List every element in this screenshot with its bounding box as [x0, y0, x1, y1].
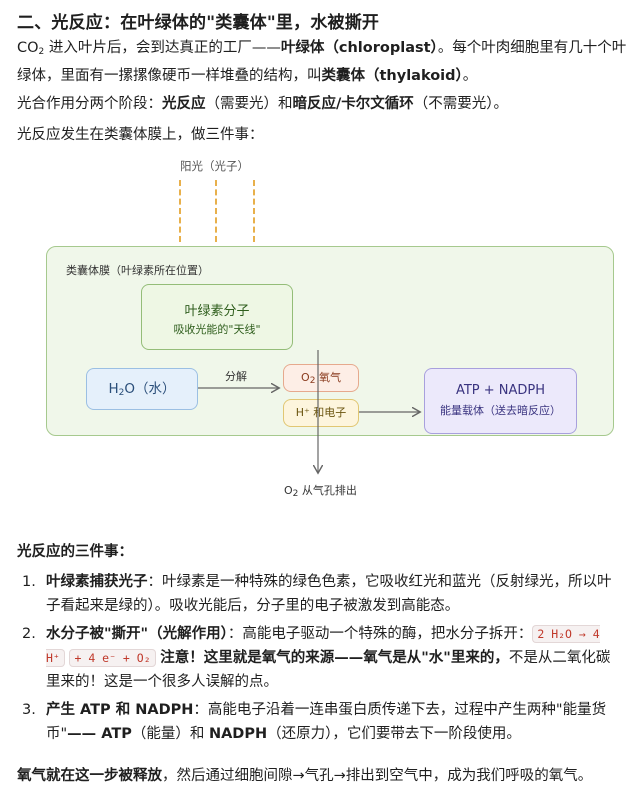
equation-code: + 4 e⁻ + O₂ — [69, 649, 156, 667]
split-label: 分解 — [225, 370, 247, 383]
list-item: 3. 产生 ATP 和 NADPH：高能电子沿着一连串蛋白质传递下去，过程中产生… — [22, 698, 622, 746]
light-reaction-diagram: 阳光（光子） 类囊体膜（叶绿素所在位置） 叶绿素分子 吸收光能的"天线" H2O… — [0, 150, 642, 510]
atp-term: —— ATP — [67, 726, 132, 742]
stages-mid1: （需要光）和 — [205, 96, 293, 112]
intro-text-3: 。 — [462, 68, 478, 84]
water-h: H — [108, 381, 119, 397]
chlorophyll-title: 叶绿素分子 — [184, 304, 250, 319]
item-text: ：高能电子驱动一个特殊的酶，把水分子拆开： — [227, 626, 533, 642]
closing-text: ，然后通过细胞间隙→气孔→排出到空气中，成为我们呼吸的氧气。 — [162, 768, 593, 784]
lead-paragraph: 光反应发生在类囊体膜上，做三件事： — [17, 127, 264, 143]
light-beam — [215, 180, 217, 242]
light-reaction-term: 光反应 — [162, 96, 206, 112]
item-text: （还原力），它们要带去下一阶段使用。 — [267, 726, 521, 742]
item-bold-note: 注意！这里就是氧气的来源——氧气是从"水"里来的， — [160, 650, 509, 666]
proton-electron-box: H⁺ 和电子 — [283, 399, 359, 427]
oxygen-sub: 2 — [309, 376, 316, 386]
atp-title: ATP + NADPH — [455, 383, 546, 398]
atp-nadph-box: ATP + NADPH 能量载体（送去暗反应） — [424, 368, 577, 434]
intro-paragraph: CO2 进入叶片后，会到达真正的工厂——叶绿体（chloroplast）。每个叶… — [17, 36, 627, 88]
chloroplast-term: 叶绿体（chloroplast） — [280, 40, 438, 56]
three-things-title: 光反应的三件事： — [17, 544, 133, 560]
chlorophyll-subtitle: 吸收光能的"天线" — [173, 323, 261, 336]
stages-paragraph: 光合作用分两个阶段：光反应（需要光）和暗反应/卡尔文循环（不需要光）。 — [17, 92, 627, 116]
oxygen-out-label: O2 从气孔排出 — [284, 482, 357, 499]
list-number: 1. — [22, 574, 36, 590]
stages-mid2: （不需要光）。 — [413, 96, 509, 112]
closing-paragraph: 氧气就在这一步被释放，然后通过细胞间隙→气孔→排出到空气中，成为我们呼吸的氧气。 — [17, 764, 627, 788]
list-item: 1. 叶绿素捕获光子：叶绿素是一种特殊的绿色色素，它吸收红光和蓝光（反射绿光，所… — [22, 570, 622, 618]
diagram-arrows — [198, 350, 642, 510]
out-rest: 从气孔排出 — [298, 484, 357, 497]
light-beam — [179, 180, 181, 242]
chlorophyll-box: 叶绿素分子 吸收光能的"天线" — [141, 284, 293, 350]
thylakoid-term: 类囊体（thylakoid） — [321, 68, 463, 84]
oxygen-rest: 氧气 — [315, 371, 341, 384]
water-sub: 2 — [118, 388, 125, 398]
water-rest: O（水） — [124, 381, 176, 397]
out-o: O — [284, 484, 293, 497]
sunlight-label: 阳光（光子） — [180, 159, 249, 173]
item-bold: 水分子被"撕开"（光解作用） — [46, 626, 228, 642]
nadph-term: NADPH — [208, 726, 268, 742]
membrane-label: 类囊体膜（叶绿素所在位置） — [66, 264, 209, 277]
atp-subtitle: 能量载体（送去暗反应） — [440, 404, 561, 417]
oxygen-o: O — [301, 371, 310, 384]
list-number: 3. — [22, 702, 36, 718]
item-text: （能量）和 — [131, 726, 209, 742]
stages-pre: 光合作用分两个阶段： — [17, 96, 162, 112]
oxygen-box: O2 氧气 — [283, 364, 359, 392]
item-text: ：叶绿素是一种特殊的绿色色素，它吸收红光和蓝光（反射绿光，所以叶子看起来是绿的）… — [46, 574, 612, 614]
out-sub: 2 — [292, 489, 299, 499]
water-box: H2O（水） — [86, 368, 198, 410]
co-text: CO — [17, 40, 39, 56]
section-heading: 二、光反应：在叶绿体的"类囊体"里，水被撕开 — [17, 13, 380, 33]
item-bold: 产生 ATP 和 NADPH — [46, 702, 194, 718]
co2-subscript: 2 — [38, 47, 45, 57]
list-item: 2. 水分子被"撕开"（光解作用）：高能电子驱动一个特殊的酶，把水分子拆开：2 … — [22, 622, 622, 694]
list-number: 2. — [22, 626, 36, 642]
dark-reaction-term: 暗反应/卡尔文循环 — [292, 96, 414, 112]
intro-text-2: 。每个叶肉细胞里有几十个叶绿体，里面有一摞摞像硬币一样堆叠的结构，叫 — [17, 40, 627, 84]
item-text: ：高能电子沿着一连串蛋白质传递下去，过程中产生两种"能量货币" — [46, 702, 607, 742]
closing-bold: 氧气就在这一步被释放 — [17, 768, 162, 784]
item-bold: 叶绿素捕获光子 — [46, 574, 148, 590]
intro-text-1: 进入叶片后，会到达真正的工厂—— — [44, 40, 281, 56]
light-beam — [253, 180, 255, 242]
item-text-note: 不是从二氧化碳里来的！这是一个很多人误解的点。 — [46, 650, 611, 690]
